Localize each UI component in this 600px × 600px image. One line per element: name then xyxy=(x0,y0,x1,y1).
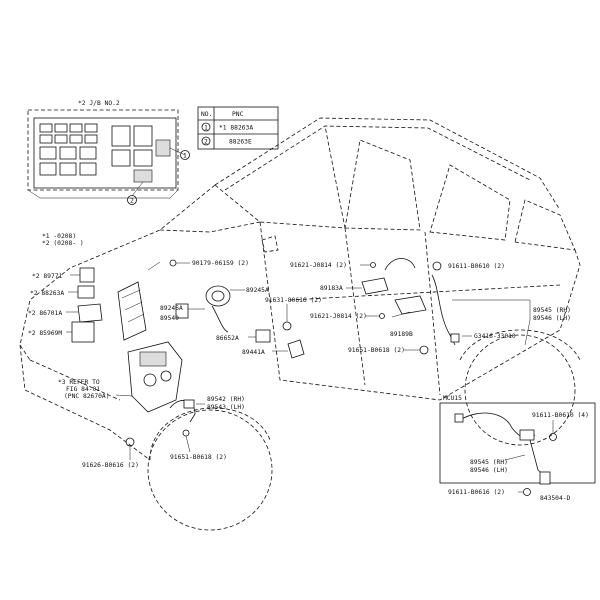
inset-label-89545: 89545 (RH) xyxy=(470,459,508,466)
label-85969m: *2 85969M xyxy=(28,330,62,337)
callout-1-label: 1 xyxy=(183,153,187,160)
engine-bay-parts xyxy=(66,259,305,460)
label-91621-bottom: 91621-J0814 (2) xyxy=(310,313,367,320)
cabin-parts xyxy=(346,258,531,355)
label-86701a: *2 86701A xyxy=(28,310,62,317)
relay-block-title: *2 J/B NO.2 xyxy=(78,100,120,107)
label-89546-lh: 89546 (LH) xyxy=(533,315,571,322)
mcu15-inset: MCU15 91611-B0610 (4) 89545 (RH) 89546 (… xyxy=(439,395,596,496)
callout-circle-2 xyxy=(127,195,137,205)
figure-code: 843504-D xyxy=(540,495,571,502)
refer-note: *3 REFER TO FIG 84-01 (PNC 82670A) xyxy=(58,379,110,400)
inset-label-91611: 91611-B0610 (4) xyxy=(532,412,589,419)
label-91631: 91631-80616 (2) xyxy=(265,297,322,304)
inset-title: MCU15 xyxy=(443,395,462,402)
date-note-1: *1 -0208) xyxy=(42,233,76,240)
label-g3416: G3416-33010 xyxy=(474,333,516,340)
table-row-1-pnc: *1 88263A xyxy=(219,125,253,132)
callout-2-label: 2 xyxy=(130,198,134,205)
label-91611-top: 91611-B0610 (2) xyxy=(448,263,505,270)
label-89543-lh: 89543 (LH) xyxy=(207,404,245,411)
label-91621-top: 91621-J0814 (2) xyxy=(290,262,347,269)
label-89441a: 89441A xyxy=(242,349,265,356)
label-90179: 90179-06159 (2) xyxy=(192,260,249,267)
label-88263a: *2 88263A xyxy=(30,290,64,297)
table-row-2-no: 2 xyxy=(204,139,208,146)
inset-label-89546: 89546 (LH) xyxy=(470,467,508,474)
table-header-no: NO. xyxy=(201,111,212,118)
pnc-table: NO. PNC 1 *1 88263A 2 88263E xyxy=(197,106,279,150)
fuse-grid xyxy=(39,123,171,183)
label-86652a: 86652A xyxy=(216,335,239,342)
date-note-2: *2 (0208- ) xyxy=(42,240,84,247)
relay-block-inset: *2 J/B NO.2 xyxy=(27,100,190,205)
label-91651-rear: 91651-B0618 (2) xyxy=(348,347,405,354)
label-89246a: 89246A xyxy=(160,305,183,312)
part-labels: *2 89771 *2 88263A *2 86701A *2 85969M 9… xyxy=(28,260,571,469)
table-row-1-no: 1 xyxy=(204,125,208,132)
label-91651-front: 91651-B0618 (2) xyxy=(170,454,227,461)
label-89771: *2 89771 xyxy=(32,273,63,280)
table-row-2-pnc: 88263E xyxy=(229,139,252,146)
vehicle-outline xyxy=(19,117,581,531)
label-89183a: 89183A xyxy=(320,285,343,292)
relay-2 xyxy=(133,169,153,183)
label-89540: 89540 xyxy=(160,315,179,322)
label-89542-rh: 89542 (RH) xyxy=(207,396,245,403)
label-89245a: 89245A xyxy=(246,287,269,294)
inset-label-91611b: 91611-B0616 (2) xyxy=(448,489,505,496)
relay-1 xyxy=(155,139,171,157)
label-89189b: 89189B xyxy=(390,331,413,338)
refer-note-line-3: (PNC 82670A) xyxy=(64,393,110,400)
callout-circle-1 xyxy=(180,150,190,160)
label-89545-rh: 89545 (RH) xyxy=(533,307,571,314)
table-header-pnc: PNC xyxy=(232,111,244,118)
refer-note-line-2: FIG 84-01 xyxy=(66,386,100,393)
refer-note-line-1: *3 REFER TO xyxy=(58,379,100,386)
label-91626: 91626-B0616 (2) xyxy=(82,462,139,469)
